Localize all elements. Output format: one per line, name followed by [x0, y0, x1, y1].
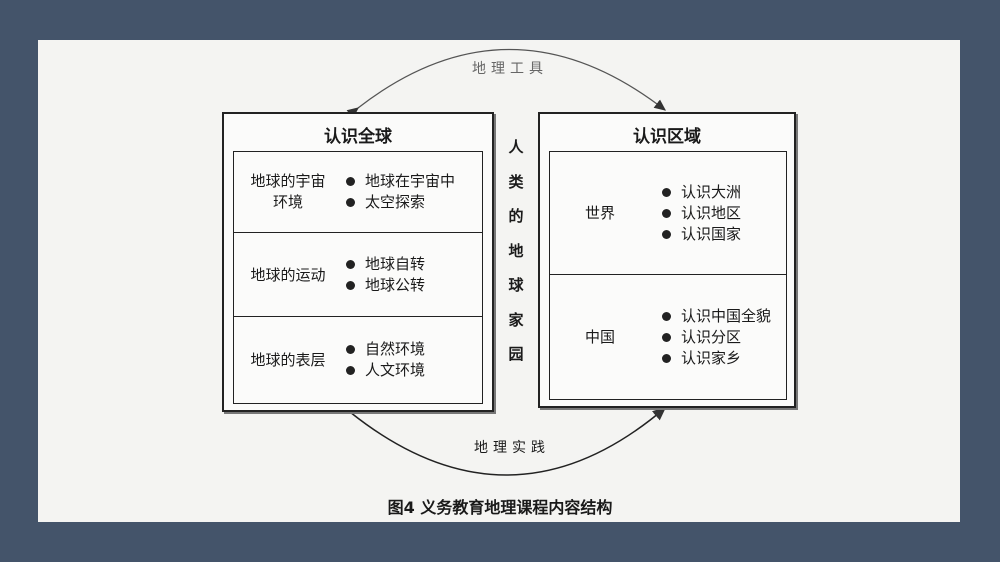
list-item-text: 认识中国全貌 — [681, 306, 772, 325]
row-label: 地球的运动 — [250, 265, 326, 284]
list-item-text: 人文环境 — [365, 361, 426, 379]
bottom-arc-arrow — [336, 399, 667, 476]
list-item-text: 地球自转 — [365, 255, 426, 273]
row-label: 地球的表层 — [250, 350, 326, 369]
bullet-list: 地球在宇宙中 太空探索 — [346, 171, 455, 213]
list-item: 认识大洲 — [662, 182, 741, 203]
vertical-char: 地 — [508, 241, 524, 260]
top-arc-arrow — [346, 48, 667, 119]
bullet-icon — [662, 229, 671, 239]
vertical-char: 园 — [508, 345, 524, 363]
list-item-text: 认识分区 — [681, 327, 742, 346]
bullet-icon — [346, 177, 355, 186]
global-box: 认识全球 地球的宇宙 环境 地球在宇宙中 太空探索 地球的运动 地球自转 地球公… — [222, 112, 494, 412]
list-item: 认识地区 — [662, 203, 741, 224]
list-item: 认识家乡 — [662, 348, 771, 369]
bullet-icon — [346, 345, 355, 354]
row-cosmic-environment: 地球的宇宙 环境 地球在宇宙中 太空探索 — [234, 152, 482, 232]
bullet-icon — [346, 260, 355, 269]
bullet-list: 认识中国全貌 认识分区 认识家乡 — [662, 306, 771, 369]
list-item: 地球在宇宙中 — [346, 171, 455, 192]
region-box: 认识区域 世界 认识大洲 认识地区 认识国家 中国 认识中国全貌 认识分区 认识… — [538, 112, 796, 408]
row-china: 中国 认识中国全貌 认识分区 认识家乡 — [550, 274, 786, 399]
row-label-line: 地球的宇宙 — [250, 172, 326, 190]
row-label: 地球的宇宙 环境 — [238, 171, 338, 213]
vertical-char: 的 — [508, 207, 524, 225]
bullet-list: 地球自转 地球公转 — [346, 254, 425, 296]
list-item-text: 地球公转 — [365, 276, 426, 294]
list-item: 人文环境 — [346, 360, 425, 381]
list-item-text: 地球在宇宙中 — [365, 172, 456, 190]
top-arc-label: 地理工具 — [472, 61, 548, 77]
human-earth-home-text: 人 类 的 地 球 家 园 — [505, 130, 527, 372]
bullet-icon — [662, 311, 671, 321]
list-item: 地球自转 — [346, 254, 425, 275]
list-item-text: 认识大洲 — [681, 182, 742, 201]
bullet-list: 自然环境 人文环境 — [346, 339, 425, 381]
bullet-icon — [662, 332, 671, 342]
list-item-text: 认识家乡 — [681, 348, 742, 367]
row-earth-motion: 地球的运动 地球自转 地球公转 — [234, 232, 482, 317]
list-item: 太空探索 — [346, 192, 455, 213]
list-item: 地球公转 — [346, 275, 425, 296]
row-label: 中国 — [584, 327, 615, 346]
bullet-icon — [662, 353, 671, 363]
vertical-char: 类 — [508, 172, 524, 191]
list-item: 认识国家 — [662, 224, 741, 245]
list-item-text: 太空探索 — [365, 193, 426, 211]
row-earth-surface: 地球的表层 自然环境 人文环境 — [234, 316, 482, 403]
bullet-icon — [346, 366, 355, 375]
list-item: 自然环境 — [346, 339, 425, 360]
list-item-text: 认识国家 — [681, 224, 742, 243]
row-label-line: 环境 — [272, 193, 303, 211]
vertical-char: 家 — [508, 310, 524, 329]
global-box-title: 认识全球 — [324, 127, 392, 147]
bottom-arc-label: 地理实践 — [474, 440, 550, 456]
diagram-photo — [38, 40, 960, 522]
bullet-icon — [346, 198, 355, 207]
row-label: 世界 — [584, 203, 615, 222]
bullet-list: 认识大洲 认识地区 认识国家 — [662, 182, 741, 245]
bullet-icon — [662, 208, 671, 218]
bullet-icon — [346, 281, 355, 290]
region-inner: 世界 认识大洲 认识地区 认识国家 中国 认识中国全貌 认识分区 认识家乡 — [549, 151, 787, 400]
global-inner: 地球的宇宙 环境 地球在宇宙中 太空探索 地球的运动 地球自转 地球公转 地球的… — [233, 151, 483, 404]
vertical-char: 球 — [508, 276, 524, 294]
list-item-text: 认识地区 — [681, 203, 742, 222]
list-item: 认识中国全貌 — [662, 306, 771, 327]
vertical-char: 人 — [508, 138, 524, 156]
list-item: 认识分区 — [662, 327, 771, 348]
figure-caption: 图4 义务教育地理课程内容结构 — [387, 498, 613, 517]
list-item-text: 自然环境 — [365, 340, 426, 358]
row-world: 世界 认识大洲 认识地区 认识国家 — [550, 152, 786, 274]
bullet-icon — [662, 187, 671, 197]
region-box-title: 认识区域 — [633, 127, 701, 147]
